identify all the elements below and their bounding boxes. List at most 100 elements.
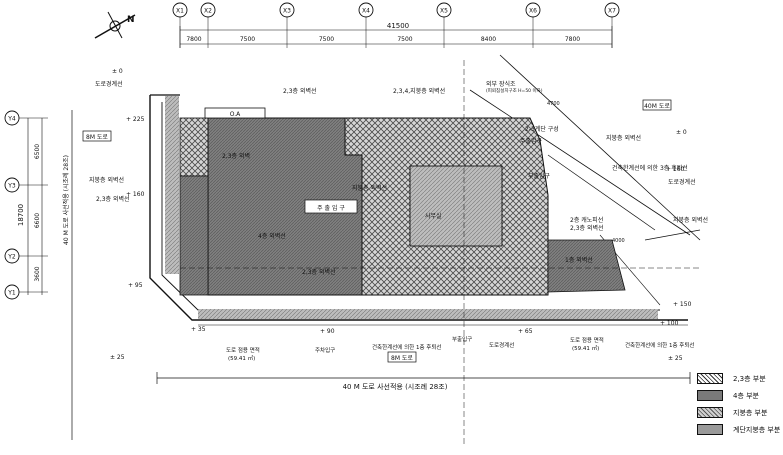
road-tag-bottom	[387, 351, 417, 363]
stair-roof-block	[179, 117, 209, 177]
oa-label: O.A	[230, 111, 241, 118]
level-d: ± 0	[676, 129, 687, 136]
core-block	[409, 165, 503, 247]
label-mid-c: 2,3층 외벽선	[302, 268, 336, 276]
level-g: + 90	[320, 328, 335, 335]
column-bubble: X6	[525, 2, 541, 48]
left-overall-dim: 18700	[17, 204, 25, 226]
label-bottom-f: 도로 점용 면적	[570, 336, 604, 344]
label-sub-entrance: 부출입구	[528, 172, 551, 180]
column-bubble: X5	[436, 2, 452, 48]
column-bubble-label: X7	[608, 8, 616, 15]
column-bubble-label: X3	[283, 8, 291, 15]
top-span-label: 7800	[565, 36, 580, 43]
column-bubble-label: X2	[204, 8, 212, 15]
level-b: + 225	[126, 116, 145, 123]
legend-item: 2,3층 부분	[697, 373, 766, 384]
legend-label: 4층 부분	[733, 391, 759, 400]
level-j: + 160	[666, 166, 685, 173]
legend-swatch-diag	[697, 373, 723, 384]
label-bottom-d: 부출입구	[452, 335, 472, 343]
label-dim-4000: 4000	[612, 238, 625, 244]
legend-item: 지붕층 부분	[697, 407, 767, 418]
legend-swatch-dark	[697, 390, 723, 401]
road-tag-right-top	[642, 99, 672, 111]
top-overall-dim: 41500	[387, 22, 409, 30]
row-bubble-label: Y4	[7, 116, 16, 123]
label-office: 사무실	[425, 212, 442, 220]
row-bubble-label: Y1	[7, 290, 16, 297]
label-mid-b: 4층 외벽선	[258, 232, 286, 240]
level-a: ± 0	[112, 68, 123, 75]
row-bubble-label: Y2	[7, 254, 16, 261]
level-c: + 160	[126, 191, 145, 198]
row-bubble: Y2	[4, 248, 48, 264]
column-bubble-label: X6	[529, 8, 537, 15]
row-bubble: Y3	[4, 177, 48, 193]
level-h: + 65	[518, 328, 533, 335]
label-line-23-right: 2,3층 외벽선	[570, 224, 604, 232]
core-tag	[304, 199, 358, 214]
road-tag-left	[82, 130, 112, 142]
core-center-label: 주 출 입 구	[317, 204, 345, 212]
label-bottom-a: 도로 점용 면적	[226, 346, 260, 354]
north-arrow-icon: N	[94, 11, 136, 39]
label-line-23-left: 2,3층 외벽선	[96, 195, 130, 203]
label-upper-core: 주출입구	[520, 137, 543, 145]
road-left-vertical: 40 M 도로 사선적용 (시조례 28조)	[62, 155, 70, 245]
legend-item: 계단지붕층 부분	[697, 424, 780, 435]
compass-label: N	[127, 15, 135, 25]
left-span-label: 6500	[34, 144, 41, 159]
label-bottom-c: 건축한계선에 의한 1층 후퇴선	[372, 343, 441, 351]
label-roof-tower: 외부 장식조	[486, 80, 516, 88]
label-bottom-a-val: (59.41 ㎡)	[228, 354, 255, 362]
label-roof-right-b: 지붕층 외벽선	[673, 216, 708, 224]
label-road-boundary-top: 도로경계선	[95, 80, 123, 88]
left-span-label: 3600	[34, 266, 41, 281]
row-bubble: Y1	[4, 284, 48, 300]
top-span-label: 7500	[397, 36, 412, 43]
level-e: + 95	[128, 282, 143, 289]
legend-swatch-dense	[697, 424, 723, 435]
oa-box	[204, 107, 266, 119]
legend-label: 지붕층 부분	[733, 408, 768, 417]
label-bottom-g: 건축한계선에 의한 1층 후퇴선	[625, 341, 694, 349]
label-line-23-top: 2,3층 외벽선	[283, 87, 317, 95]
label-setback-right: 건축한계선에 의한 3층 후퇴선	[612, 164, 688, 172]
label-mid-a: 지붕층 외벽선	[352, 184, 387, 192]
canopy-block	[547, 239, 626, 293]
label-road-boundary-right: 도로경계선	[668, 178, 696, 186]
level-f: + 35	[191, 326, 206, 333]
level-k: + 150	[673, 301, 692, 308]
left-dimension	[27, 118, 43, 295]
level-l: + 100	[660, 320, 679, 327]
top-span-label: 7800	[186, 36, 201, 43]
bottom-road-dim	[156, 372, 691, 384]
top-dimension	[179, 26, 613, 48]
fourth-floor-west	[179, 175, 209, 296]
column-bubble-label: X5	[440, 8, 448, 15]
left-sidewalk	[165, 96, 179, 274]
legend-swatch-cross	[697, 407, 723, 418]
level-m: ± 25	[668, 355, 683, 362]
label-dim-4700: 4700	[547, 101, 560, 107]
road-left: 8M 도로	[86, 134, 108, 141]
bottom-sidewalk	[198, 309, 658, 319]
level-i: ± 25	[110, 354, 125, 361]
label-mark-23: 2,3층 외벽	[222, 152, 250, 160]
label-bottom-e: 도로경계선	[489, 341, 514, 349]
top-span-label: 7500	[240, 36, 255, 43]
road-bottom-long: 40 M 도로 사선적용 (시조례 28조)	[343, 382, 448, 391]
row-bubble-label: Y3	[7, 183, 16, 190]
label-f1-right: 1층 외벽선	[565, 256, 593, 264]
top-span-label: 7500	[319, 36, 334, 43]
label-bottom-f-val: (59.41 ㎡)	[572, 344, 599, 352]
left-span-dims: 6500 6600 3600	[34, 144, 41, 282]
row-bubble: Y4	[4, 110, 48, 126]
legend-label: 계단지붕층 부분	[733, 425, 781, 434]
left-span-label: 6600	[34, 213, 41, 228]
